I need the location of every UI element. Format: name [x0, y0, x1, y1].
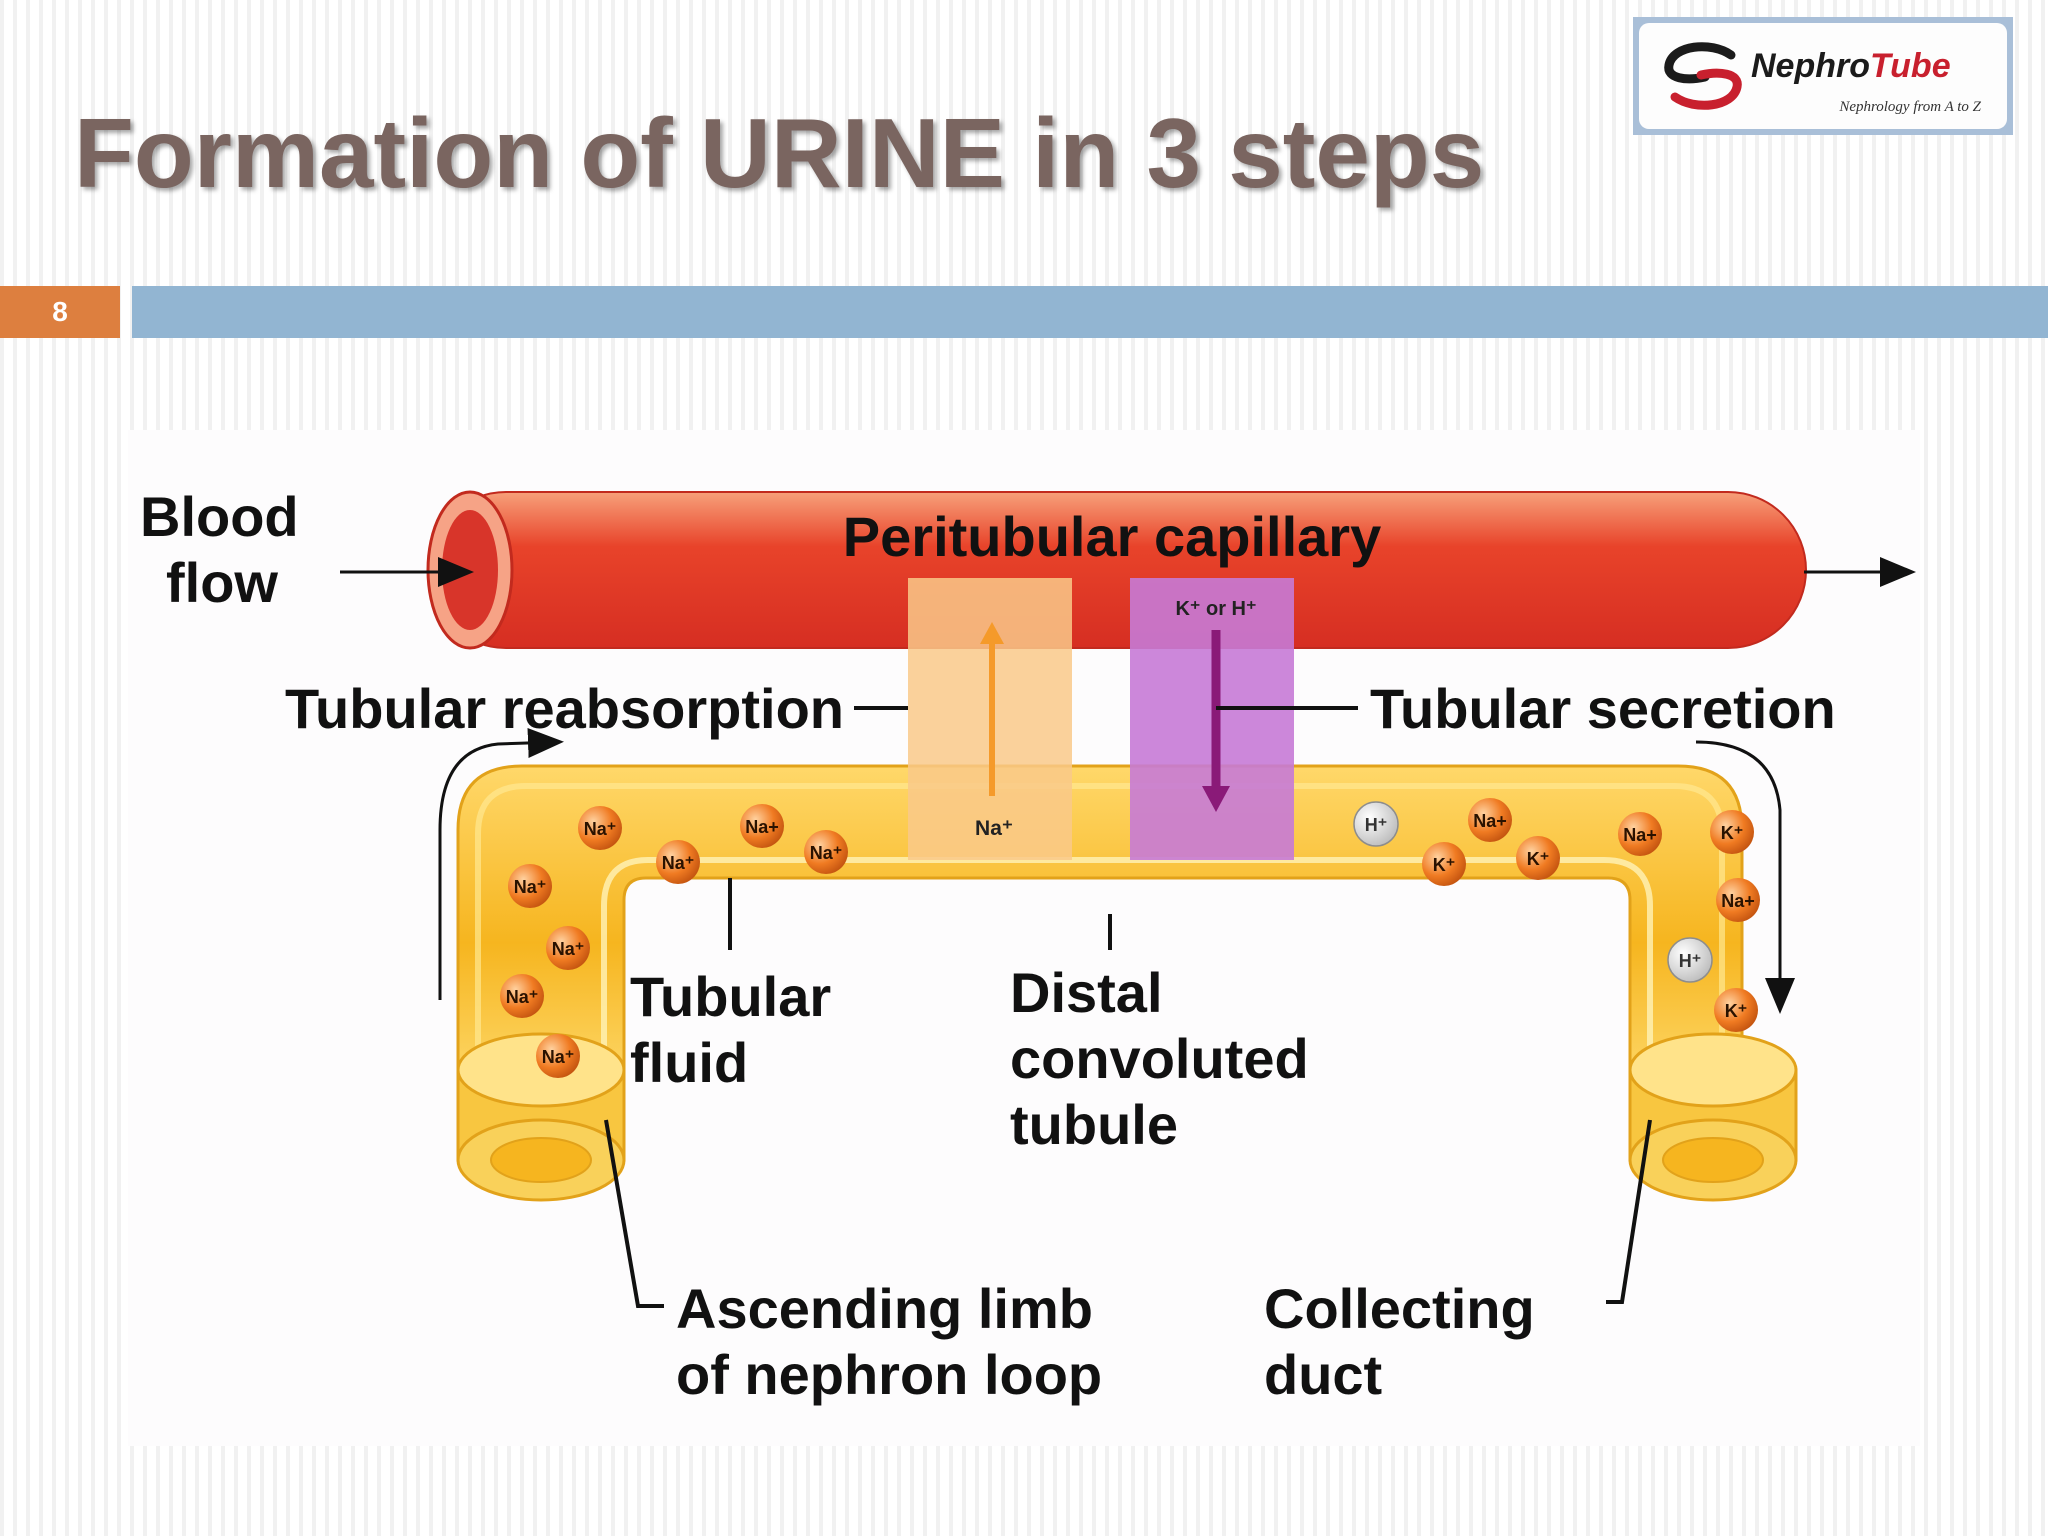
- svg-text:Na⁺: Na⁺: [506, 987, 539, 1007]
- label-distal-line3: tubule: [1010, 1093, 1178, 1156]
- reabsorption-flow-arrow: [438, 728, 564, 1000]
- ion-na: Na⁺: [508, 864, 552, 908]
- ion-na: Na⁺: [536, 1034, 580, 1078]
- ion-na: Na⁺: [804, 830, 848, 874]
- ion-k: K⁺: [1714, 988, 1758, 1032]
- label-ascending-line2: of nephron loop: [676, 1343, 1102, 1406]
- label-blood-flow-line1: Blood: [140, 485, 299, 548]
- label-tubular-fluid-line2: fluid: [630, 1031, 748, 1094]
- ion-na: Na⁺: [656, 840, 700, 884]
- svg-text:K⁺: K⁺: [1721, 823, 1744, 843]
- svg-text:Na⁺: Na⁺: [810, 843, 843, 863]
- collecting-duct-leader: [1606, 1119, 1652, 1304]
- secretion-band: K⁺ or H⁺: [1130, 578, 1294, 860]
- logo-wordmark-part1: Nephro: [1751, 47, 1870, 85]
- label-blood-flow-line2: flow: [166, 551, 278, 614]
- label-peritubular-capillary: Peritubular capillary: [843, 505, 1381, 568]
- ion-k: K⁺: [1422, 842, 1466, 886]
- label-tubular-fluid-line1: Tubular: [630, 965, 831, 1028]
- svg-text:K⁺: K⁺: [1433, 855, 1456, 875]
- logo-card: NephroTube Nephrology from A to Z: [1639, 23, 2007, 129]
- reabsorption-band-label: Na⁺: [975, 817, 1013, 840]
- ion-na: Na+: [740, 804, 784, 848]
- hydrogen-ions: H⁺ H⁺: [1353, 801, 1713, 983]
- svg-text:K⁺: K⁺: [1527, 849, 1550, 869]
- ascending-limb-leader: [604, 1119, 664, 1308]
- label-tubular-reabsorption: Tubular reabsorption: [285, 677, 844, 740]
- svg-text:Na+: Na+: [1473, 811, 1507, 831]
- ion-h: H⁺: [1667, 937, 1713, 983]
- label-tubular-secretion: Tubular secretion: [1370, 677, 1836, 740]
- secretion-flow-arrow: [1695, 740, 1795, 1014]
- label-collecting-line1: Collecting: [1264, 1277, 1535, 1340]
- ion-na: Na+: [1716, 878, 1760, 922]
- svg-text:H⁺: H⁺: [1365, 815, 1388, 835]
- nephron-tubule: [456, 764, 1744, 1122]
- ion-na: Na+: [1468, 798, 1512, 842]
- ascending-limb-opening: [456, 1032, 626, 1202]
- ion-na: Na+: [1618, 812, 1662, 856]
- ion-k: K⁺: [1516, 836, 1560, 880]
- ion-k: K⁺: [1710, 810, 1754, 854]
- svg-text:K⁺: K⁺: [1725, 1001, 1748, 1021]
- slide-number: 8: [0, 286, 120, 338]
- logo-wordmark-part2: Tube: [1870, 47, 1951, 85]
- label-distal-line2: convoluted: [1010, 1027, 1309, 1090]
- svg-text:Na⁺: Na⁺: [514, 877, 547, 897]
- svg-text:H⁺: H⁺: [1679, 951, 1702, 971]
- ion-na: Na⁺: [500, 974, 544, 1018]
- diagram-panel: Na⁺ K⁺ or H⁺ Na⁺ Na⁺ Na⁺ Na⁺ Na⁺ Na⁺ Na+: [128, 430, 1920, 1446]
- sodium-ions: Na⁺ Na⁺ Na⁺ Na⁺ Na⁺ Na⁺ Na+ Na⁺ Na+ Na+ …: [500, 798, 1760, 1078]
- svg-text:Na⁺: Na⁺: [552, 939, 585, 959]
- nephrotube-logo: NephroTube Nephrology from A to Z: [1633, 17, 2013, 135]
- svg-text:Na⁺: Na⁺: [584, 819, 617, 839]
- nephron-diagram: Na⁺ K⁺ or H⁺ Na⁺ Na⁺ Na⁺ Na⁺ Na⁺ Na⁺ Na+: [140, 485, 1916, 1406]
- svg-text:Na+: Na+: [745, 817, 779, 837]
- ion-na: Na⁺: [546, 926, 590, 970]
- label-collecting-line2: duct: [1264, 1343, 1382, 1406]
- logo-wordmark: NephroTube: [1751, 47, 1951, 86]
- svg-text:Na+: Na+: [1721, 891, 1755, 911]
- svg-text:Na⁺: Na⁺: [662, 853, 695, 873]
- slide-title: Formation of URINE in 3 steps: [74, 98, 1485, 208]
- svg-text:Na⁺: Na⁺: [542, 1047, 575, 1067]
- logo-tagline: Nephrology from A to Z: [1839, 99, 1981, 115]
- ion-h: H⁺: [1353, 801, 1399, 847]
- label-ascending-line1: Ascending limb: [676, 1277, 1093, 1340]
- reabsorption-band: Na⁺: [908, 578, 1072, 860]
- svg-text:Na+: Na+: [1623, 825, 1657, 845]
- label-distal-line1: Distal: [1010, 961, 1163, 1024]
- secretion-band-label: K⁺ or H⁺: [1175, 598, 1256, 620]
- potassium-ions: K⁺ K⁺ K⁺ K⁺: [1422, 810, 1758, 1032]
- ion-na: Na⁺: [578, 806, 622, 850]
- collecting-duct-opening: [1628, 1032, 1798, 1202]
- header-bar: [132, 286, 2048, 338]
- logo-swirl-icon: [1664, 42, 1742, 110]
